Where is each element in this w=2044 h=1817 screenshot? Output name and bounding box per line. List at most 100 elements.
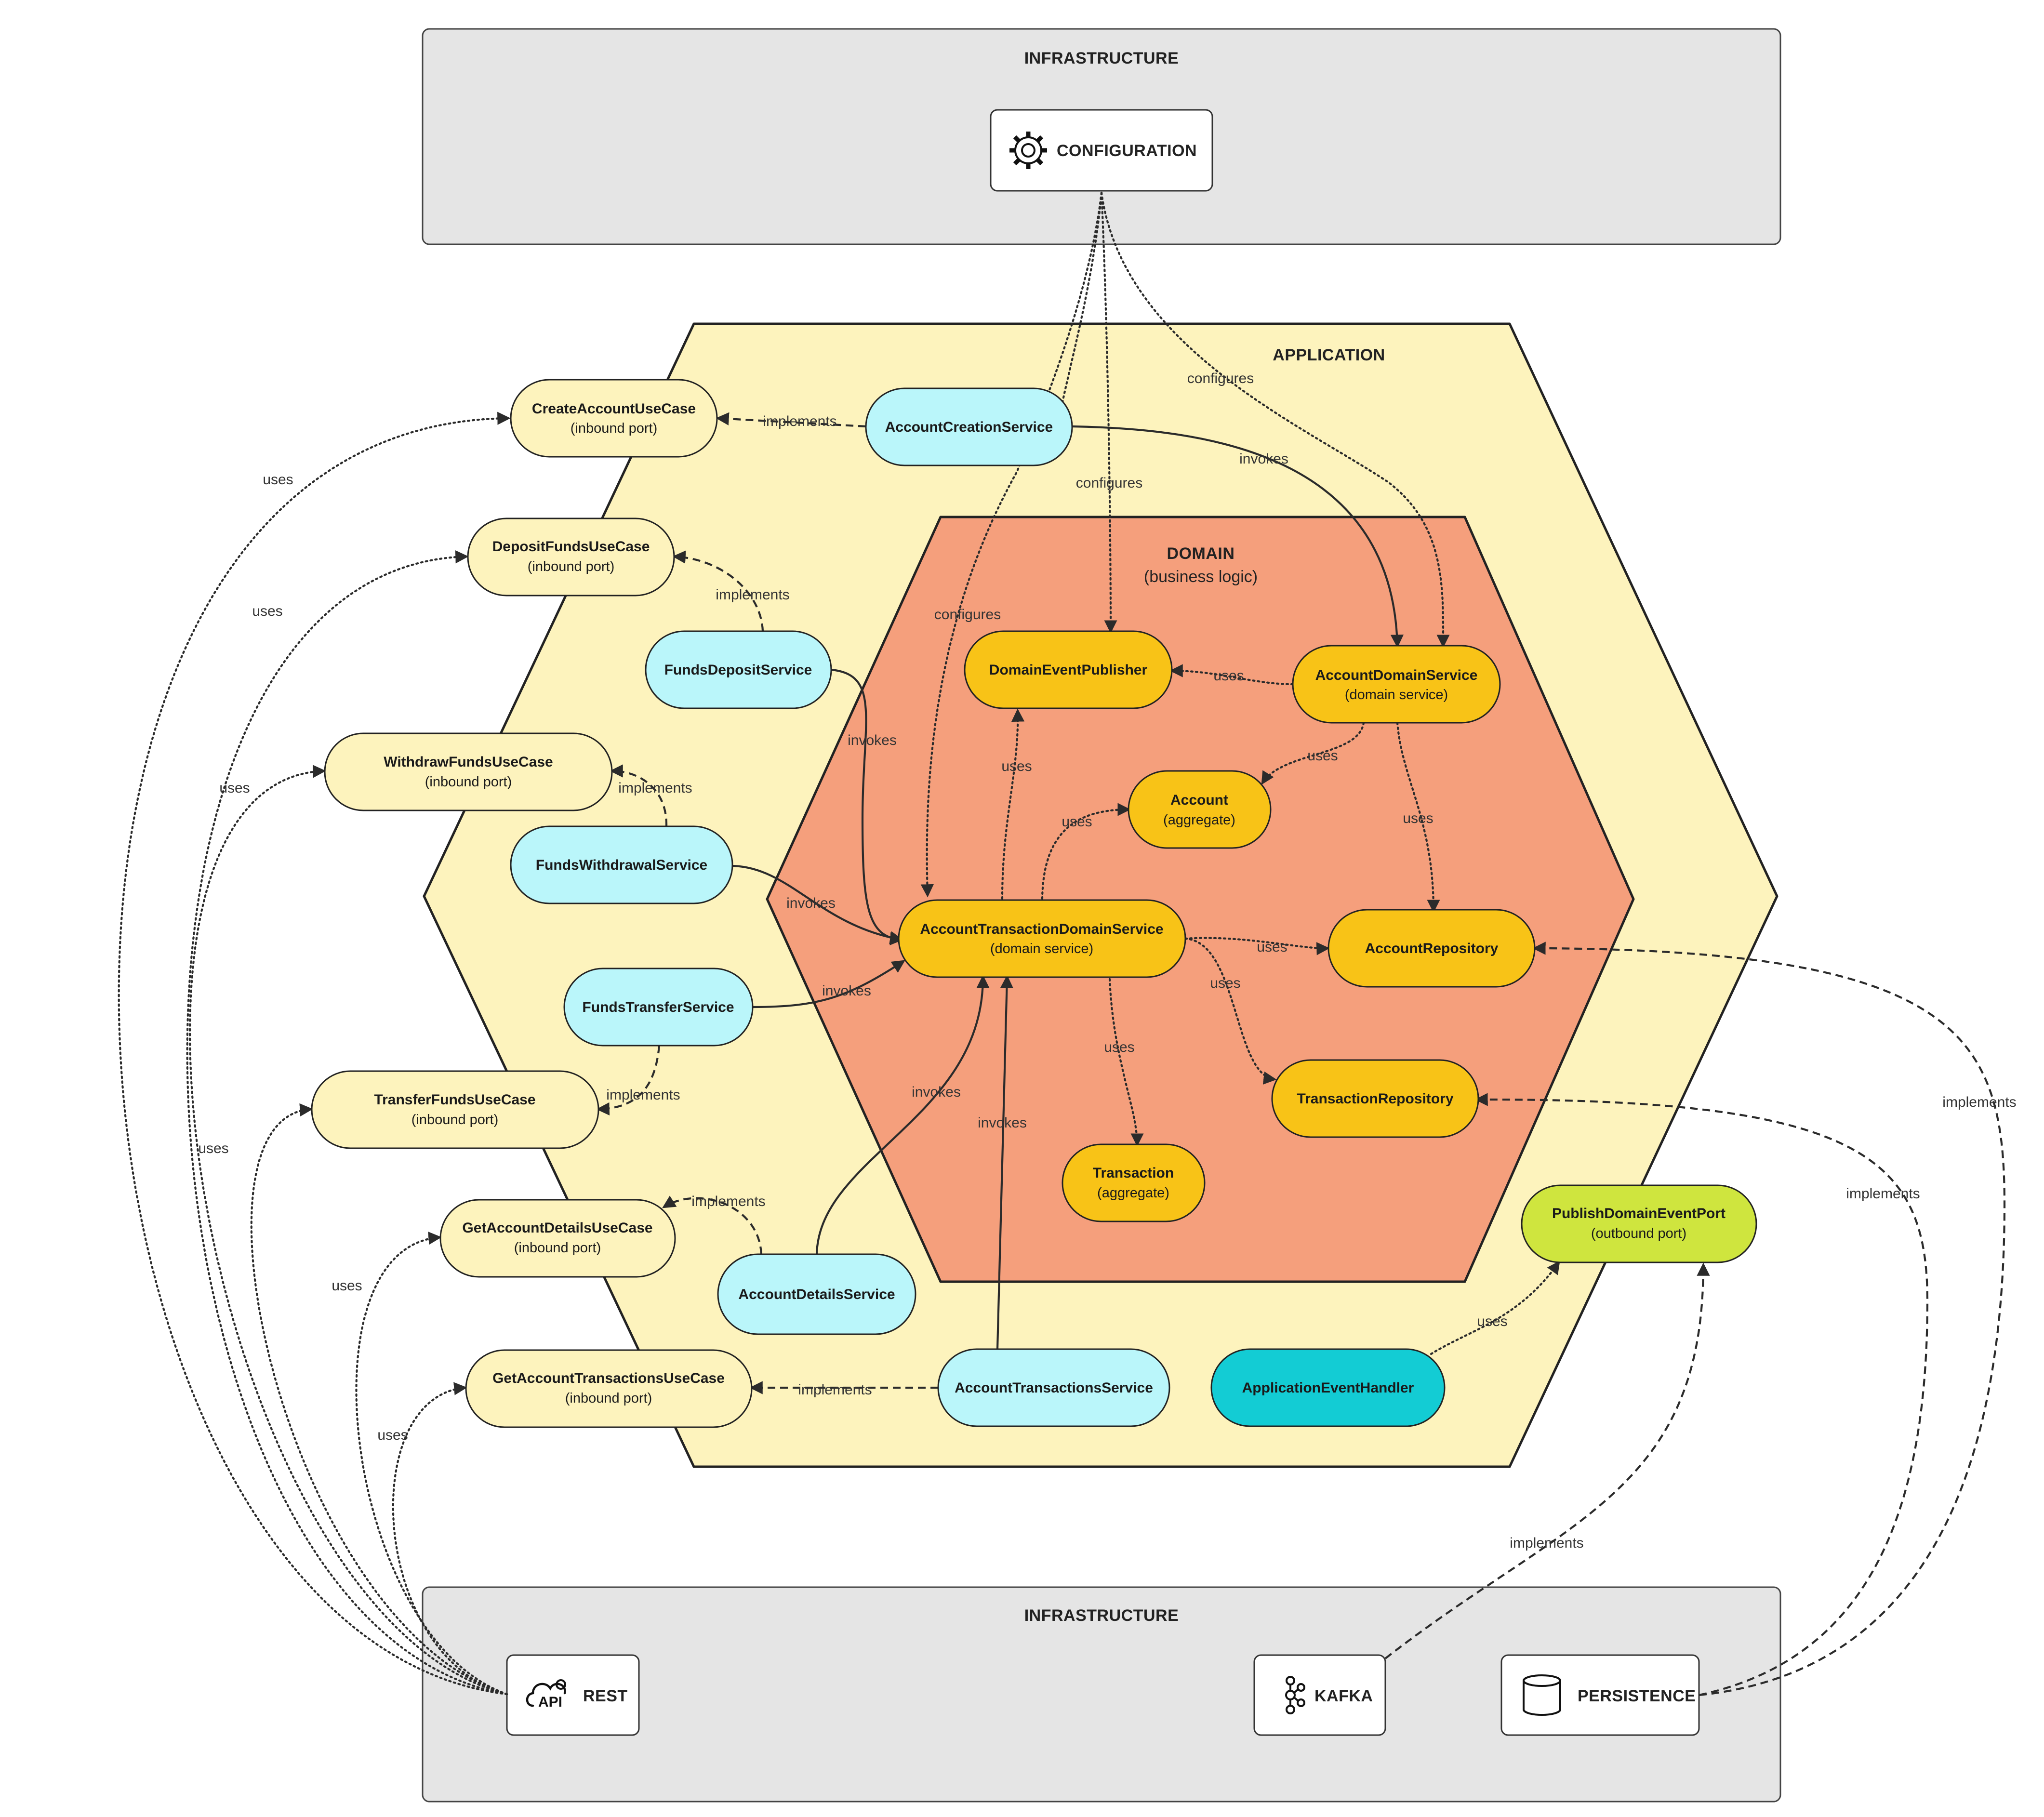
get-account-details-use-case[interactable]: GetAccountDetailsUseCase (inbound port)	[439, 1199, 676, 1278]
funds-transfer-service[interactable]: FundsTransferService	[563, 968, 754, 1047]
infrastructure-bottom-title: INFRASTRUCTURE	[1024, 1606, 1179, 1625]
funds-deposit-service[interactable]: FundsDepositService	[645, 630, 832, 709]
edge-details-implements	[662, 1195, 763, 1255]
api-icon-text: API	[538, 1694, 562, 1710]
create-account-use-case[interactable]: CreateAccountUseCase (inbound port)	[510, 379, 718, 458]
node-title: Transaction	[1093, 1165, 1174, 1181]
node-title: PublishDomainEventPort	[1552, 1206, 1725, 1221]
node-title: FundsTransferService	[582, 999, 734, 1015]
node-title: GetAccountTransactionsUseCase	[492, 1370, 725, 1386]
edge-creation-invokes-account-domain	[1072, 425, 1404, 648]
node-title: FundsDepositService	[664, 662, 812, 678]
account-repository[interactable]: AccountRepository	[1327, 909, 1536, 988]
edge-withdrawal-invokes-transaction-domain	[732, 864, 903, 944]
account-domain-service[interactable]: AccountDomainService (domain service)	[1292, 645, 1501, 724]
label-invokes-details: invokes	[912, 1084, 961, 1100]
transfer-funds-use-case[interactable]: TransferFundsUseCase (inbound port)	[311, 1070, 599, 1149]
label-implements-creation: implements	[763, 413, 836, 429]
node-title: AccountCreationService	[885, 419, 1053, 435]
edge-transfer-invokes-transaction-domain	[752, 960, 905, 1008]
edge-kafka-implements-port	[1384, 1262, 1710, 1659]
account-creation-service[interactable]: AccountCreationService	[865, 387, 1073, 466]
transaction-repository[interactable]: TransactionRepository	[1271, 1059, 1479, 1138]
account-transactions-service[interactable]: AccountTransactionsService	[937, 1348, 1170, 1427]
edge-persistence-implements-transaction-repo	[1474, 1093, 1929, 1697]
label-uses-account: uses	[1307, 748, 1338, 764]
node-subtitle: (aggregate)	[1097, 1185, 1169, 1201]
label-uses-withdraw: uses	[219, 780, 250, 796]
domain-subtitle: (business logic)	[1144, 568, 1258, 586]
rest-label: REST	[583, 1687, 628, 1705]
node-title: WithdrawFundsUseCase	[384, 754, 553, 770]
edge-configures-transaction-domain	[920, 191, 1103, 898]
node-title: TransferFundsUseCase	[374, 1092, 535, 1108]
domain-title: DOMAIN	[1167, 544, 1235, 563]
node-subtitle: (domain service)	[990, 941, 1093, 956]
database-icon	[1523, 1674, 1561, 1716]
edge-transfer-implements	[596, 1045, 661, 1116]
label-uses-tx-event-publisher: uses	[1001, 758, 1032, 774]
node-subtitle: (aggregate)	[1163, 812, 1235, 828]
label-implements-account-repo: implements	[1942, 1094, 2016, 1110]
configuration-label: CONFIGURATION	[1057, 142, 1197, 160]
edge-transaction-domain-uses-account	[1041, 803, 1131, 900]
domain-event-publisher[interactable]: DomainEventPublisher	[964, 630, 1173, 709]
edge-account-domain-uses-account-repository	[1396, 721, 1440, 913]
label-uses-create: uses	[263, 472, 293, 488]
label-invokes-withdrawal: invokes	[786, 895, 836, 911]
nodes: CreateAccountUseCase (inbound port) Depo…	[311, 379, 1757, 1428]
label-uses-transfer: uses	[198, 1141, 228, 1156]
label-uses-tx-account: uses	[1062, 814, 1092, 830]
label-uses-tx-account-repo: uses	[1257, 939, 1287, 955]
edge-transaction-domain-uses-event-publisher	[1001, 708, 1025, 900]
edge-transaction-domain-uses-transaction	[1108, 978, 1144, 1147]
account-aggregate[interactable]: Account (aggregate)	[1128, 770, 1272, 849]
kafka-box[interactable]: KAFKA	[1253, 1654, 1386, 1736]
edge-deposit-implements	[672, 550, 764, 632]
label-implements-transfer: implements	[606, 1087, 680, 1103]
withdraw-funds-use-case[interactable]: WithdrawFundsUseCase (inbound port)	[324, 732, 613, 811]
edge-rest-uses-withdraw-funds	[189, 765, 508, 1696]
transaction-aggregate[interactable]: Transaction (aggregate)	[1062, 1143, 1206, 1222]
edge-configures-domain-event-publisher	[1100, 191, 1117, 634]
label-uses-event-publisher: uses	[1213, 668, 1244, 684]
edge-deposit-invokes-transaction-domain	[831, 668, 903, 945]
edge-details-invokes-transaction-domain	[815, 975, 990, 1255]
deposit-funds-use-case[interactable]: DepositFundsUseCase (inbound port)	[467, 517, 675, 597]
label-uses-tx-transaction-repo: uses	[1210, 975, 1240, 991]
application-title: APPLICATION	[1273, 346, 1385, 364]
get-account-transactions-use-case[interactable]: GetAccountTransactionsUseCase (inbound p…	[465, 1349, 753, 1428]
node-subtitle: (inbound port)	[425, 774, 512, 790]
node-title: FundsWithdrawalService	[536, 857, 707, 873]
label-uses-deposit: uses	[252, 603, 282, 619]
funds-withdrawal-service[interactable]: FundsWithdrawalService	[510, 825, 733, 904]
persistence-box[interactable]: PERSISTENCE	[1500, 1654, 1700, 1736]
node-subtitle: (inbound port)	[528, 559, 615, 574]
gear-icon	[1009, 132, 1047, 169]
edge-rest-uses-deposit-funds	[186, 550, 508, 1696]
edge-transactions-invokes-transaction-domain	[996, 975, 1014, 1350]
account-transaction-domain-service[interactable]: AccountTransactionDomainService (domain …	[898, 899, 1186, 978]
label-uses-outbound-port: uses	[1477, 1313, 1507, 1329]
node-title: DepositFundsUseCase	[492, 539, 650, 555]
edge-withdrawal-implements	[610, 764, 668, 827]
node-title: Account	[1170, 792, 1228, 808]
edge-persistence-implements-account-repo	[1532, 942, 2006, 1697]
edge-configures-account-domain	[1100, 191, 1450, 648]
edge-labels: uses uses uses uses uses uses implements…	[198, 371, 2016, 1551]
node-title: AccountTransactionDomainService	[920, 921, 1163, 937]
label-configures-event-publisher: configures	[1076, 475, 1142, 491]
node-title: AccountDetailsService	[738, 1286, 895, 1302]
publish-domain-event-port[interactable]: PublishDomainEventPort (outbound port)	[1521, 1184, 1757, 1263]
node-subtitle: (inbound port)	[565, 1391, 652, 1406]
node-subtitle: (outbound port)	[1591, 1226, 1686, 1241]
application-event-handler[interactable]: ApplicationEventHandler	[1210, 1348, 1446, 1427]
edge-transaction-domain-uses-transaction-repository	[1184, 937, 1277, 1085]
edge-rest-uses-transfer-funds	[250, 1103, 508, 1696]
label-implements-transaction-repo: implements	[1846, 1186, 1920, 1202]
label-uses-transactions: uses	[377, 1427, 408, 1443]
account-details-service[interactable]: AccountDetailsService	[717, 1253, 916, 1335]
configuration-box[interactable]: CONFIGURATION	[990, 109, 1213, 192]
rest-box[interactable]: API REST	[506, 1654, 640, 1736]
